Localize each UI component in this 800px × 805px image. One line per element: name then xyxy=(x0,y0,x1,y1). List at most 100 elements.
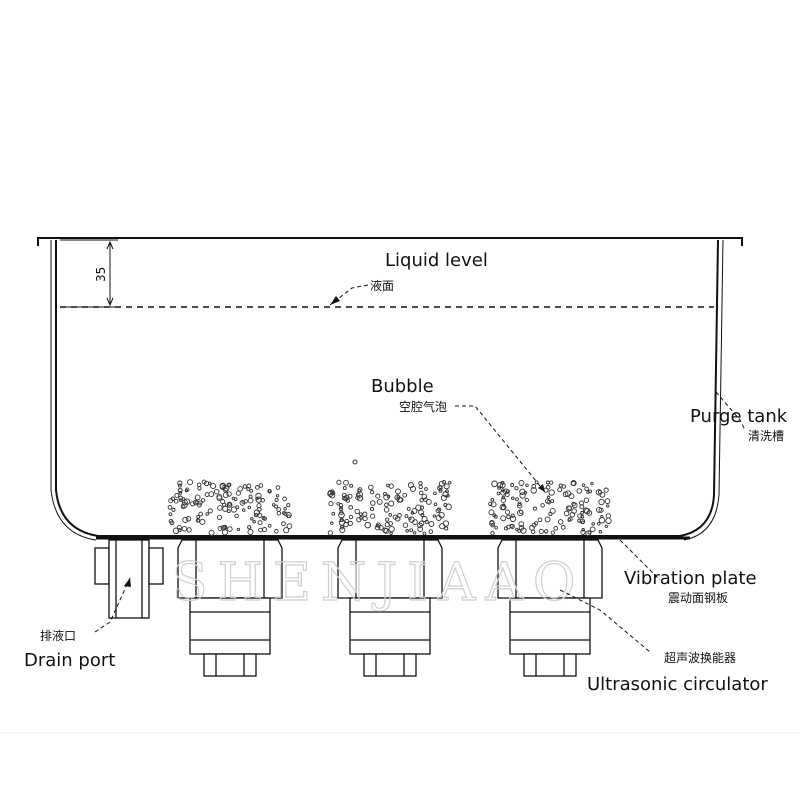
bubble xyxy=(442,491,449,498)
bubble xyxy=(248,494,253,499)
bubble xyxy=(236,527,241,532)
bubble xyxy=(440,494,447,501)
bubble xyxy=(276,507,282,512)
bubble xyxy=(409,528,414,533)
bubble xyxy=(517,501,522,506)
bubble xyxy=(275,494,280,498)
bubble xyxy=(344,494,350,501)
bubble xyxy=(604,524,608,529)
bubble xyxy=(223,487,228,493)
bubble xyxy=(530,487,537,494)
bubble xyxy=(338,506,343,512)
bubble xyxy=(425,498,432,505)
bubble xyxy=(182,516,189,523)
bubble xyxy=(518,509,524,515)
bubble xyxy=(207,481,212,486)
bubble xyxy=(368,484,374,491)
bubble xyxy=(598,517,606,524)
bubble xyxy=(364,521,372,529)
bubble xyxy=(376,498,383,505)
transducer-head xyxy=(497,539,603,599)
bubble xyxy=(603,487,609,493)
bubble xyxy=(195,500,199,505)
bubble xyxy=(242,484,248,489)
bubble xyxy=(550,499,555,504)
bubble xyxy=(531,522,537,528)
bubble xyxy=(382,527,388,534)
vibration-plate-cn-label: 震动面钢板 xyxy=(668,591,728,605)
leader-bubble xyxy=(455,405,546,493)
bubble xyxy=(561,484,567,489)
bubble xyxy=(419,505,425,510)
bubble xyxy=(177,483,182,488)
bubble xyxy=(342,486,347,491)
bubble xyxy=(195,518,201,523)
bubble xyxy=(362,511,368,517)
bubble xyxy=(375,493,381,499)
bubble xyxy=(258,483,264,488)
transducer xyxy=(177,539,283,677)
bubble xyxy=(584,486,589,492)
bubble xyxy=(274,504,279,509)
bubble xyxy=(588,489,593,494)
bubble xyxy=(205,512,209,516)
bubble xyxy=(261,527,268,533)
bubble xyxy=(506,514,511,520)
bubble xyxy=(565,505,572,512)
bubble xyxy=(410,511,415,515)
bubble xyxy=(177,528,182,533)
bubble xyxy=(597,521,601,526)
bubble xyxy=(338,519,346,526)
bubble xyxy=(267,489,272,494)
bubble xyxy=(388,513,393,517)
bubble xyxy=(252,520,256,524)
bubble xyxy=(519,488,526,495)
bubble xyxy=(501,504,507,511)
bubble xyxy=(418,520,425,527)
arrowhead-drain xyxy=(124,578,131,587)
leader-ultrasonic xyxy=(559,589,651,653)
bubble xyxy=(525,483,529,488)
bubble xyxy=(167,504,173,510)
ultrasonic-label: Ultrasonic circulator xyxy=(587,674,768,695)
ultrasonic-transducers xyxy=(177,539,603,677)
bubble xyxy=(557,487,563,493)
bubble xyxy=(402,522,409,528)
bubble xyxy=(424,487,428,491)
bubble xyxy=(327,530,334,536)
bubble xyxy=(437,507,442,512)
bubble-cluster xyxy=(488,480,612,537)
bubble xyxy=(386,483,390,488)
bubble xyxy=(432,514,436,518)
bubble xyxy=(433,491,437,496)
bubble xyxy=(488,501,493,506)
bubble xyxy=(586,490,590,494)
bubble xyxy=(546,499,552,505)
bubble xyxy=(282,496,287,502)
liquid-level-label: Liquid level xyxy=(385,250,488,271)
bubble xyxy=(198,511,204,517)
bubble xyxy=(176,525,182,531)
bubble xyxy=(428,529,434,534)
bubble xyxy=(395,488,401,495)
bubble xyxy=(496,491,501,496)
bubble xyxy=(517,503,523,509)
bubble xyxy=(255,485,260,490)
bubble xyxy=(500,515,507,522)
bubble xyxy=(374,524,381,531)
bubble xyxy=(227,526,233,532)
bubble xyxy=(417,526,424,532)
bubble xyxy=(583,497,590,503)
bubble xyxy=(510,483,515,487)
bubble xyxy=(349,483,354,488)
bubble xyxy=(216,495,223,502)
bubble xyxy=(249,488,254,493)
bubble xyxy=(605,513,611,519)
bubble xyxy=(181,525,188,532)
bubble xyxy=(174,492,180,498)
bubble xyxy=(540,503,545,508)
bubble xyxy=(234,513,239,519)
bubble xyxy=(494,525,499,530)
bubble xyxy=(186,527,192,533)
bubble xyxy=(500,497,507,503)
